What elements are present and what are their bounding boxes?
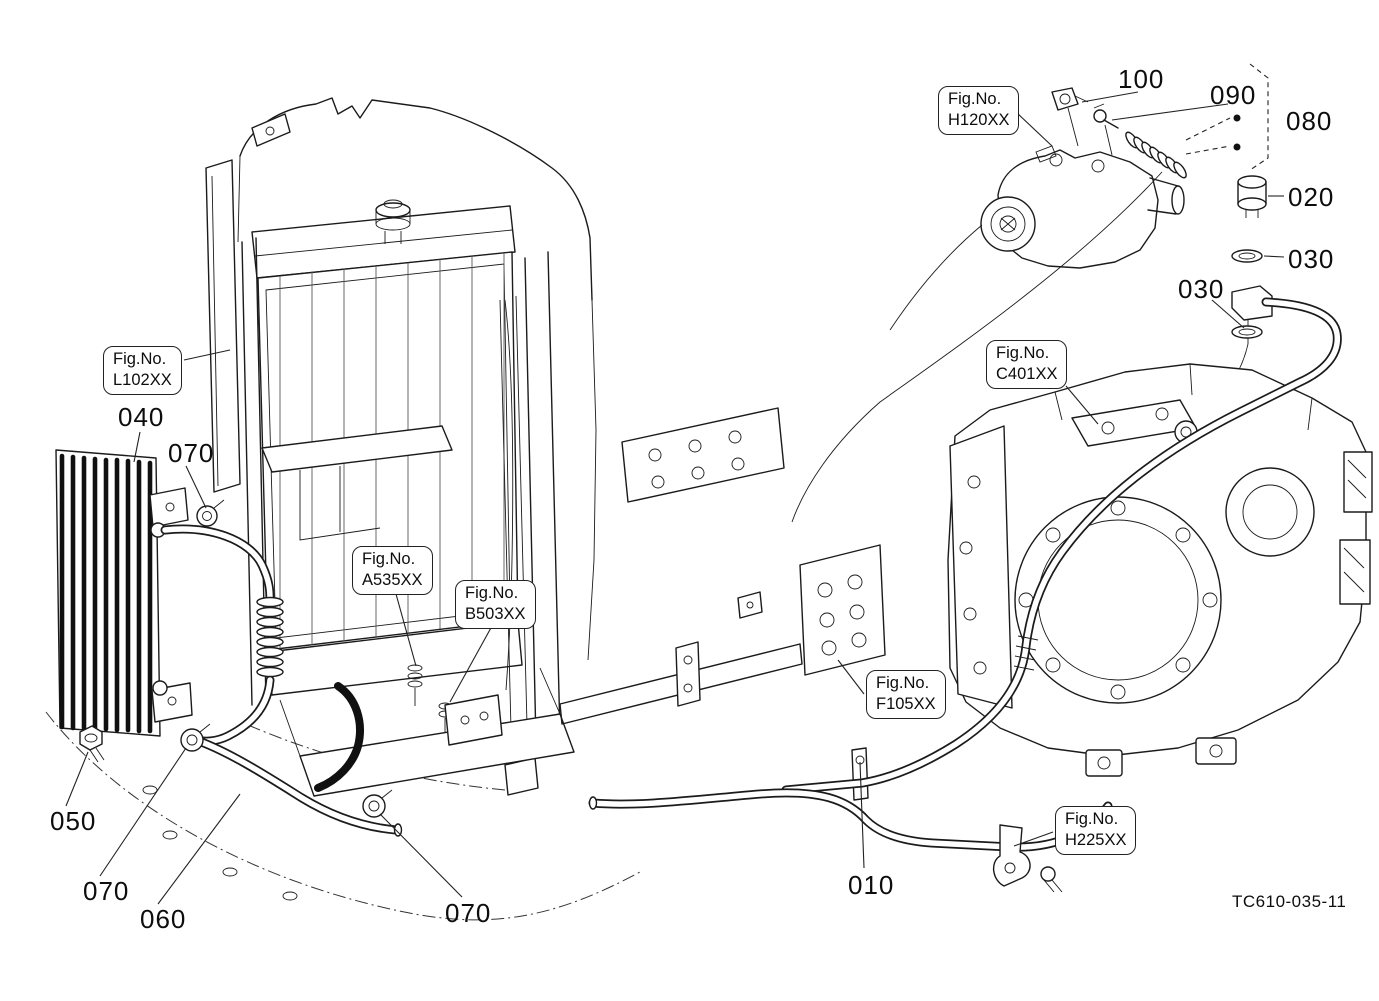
cooler-hose-and-lower-hose [160,524,403,837]
middle-plates [559,407,886,801]
callout-080: 080 [1286,106,1333,136]
figref-h120xx[interactable]: Fig.No. H120XX [938,86,1020,136]
plug-and-washers [1191,175,1273,425]
callout-060: 060 [140,904,187,934]
figref-h225xx[interactable]: Fig.No. H225XX [1055,806,1137,856]
callout-030-lower: 030 [1178,274,1225,304]
figref-c401xx-code: C401XX [996,365,1058,384]
figref-h120xx-label: Fig.No. [948,90,1002,108]
figref-c401xx-label: Fig.No. [996,344,1050,362]
callout-100: 100 [1118,64,1165,94]
drain-fittings [407,664,503,746]
figref-h120xx-code: H120XX [948,111,1010,130]
callout-070-cooler: 070 [168,438,215,468]
figref-b503xx-code: B503XX [465,605,526,624]
callout-090: 090 [1210,80,1257,110]
transmission-case [947,363,1373,777]
figref-a535xx-code: A535XX [362,571,423,590]
callout-040: 040 [118,402,165,432]
figref-b503xx-label: Fig.No. [465,584,519,602]
hydraulic-pump [791,87,1187,523]
oil-cooler [55,449,193,737]
figref-l102xx-label: Fig.No. [113,350,167,368]
figref-f105xx[interactable]: Fig.No. F105XX [866,670,946,720]
callout-080-bracket [1185,63,1269,171]
leader-lines [65,91,1285,905]
callout-050: 050 [50,806,97,836]
callout-070-hose: 070 [445,898,492,928]
figref-l102xx[interactable]: Fig.No. L102XX [103,346,182,396]
pipes [588,297,1342,852]
callout-070-left: 070 [83,876,130,906]
callout-010: 010 [848,870,895,900]
figref-b503xx[interactable]: Fig.No. B503XX [455,580,536,630]
radiator-assembly [205,97,597,797]
figref-f105xx-label: Fig.No. [876,674,930,692]
drawing-code: TC610-035-11 [1232,892,1347,911]
callout-030-upper: 030 [1288,244,1335,274]
figref-a535xx-label: Fig.No. [362,550,416,568]
pipe-bracket-h225 [993,824,1063,893]
figref-f105xx-code: F105XX [876,695,936,714]
spring-coil [1125,131,1187,179]
figref-l102xx-code: L102XX [113,371,172,390]
figref-h225xx-label: Fig.No. [1065,810,1119,828]
base-platform-lines [45,711,641,921]
figref-c401xx[interactable]: Fig.No. C401XX [986,340,1068,390]
callout-020: 020 [1288,182,1335,212]
figref-a535xx[interactable]: Fig.No. A535XX [352,546,433,596]
figref-h225xx-code: H225XX [1065,831,1127,850]
left-hardware [79,499,393,818]
